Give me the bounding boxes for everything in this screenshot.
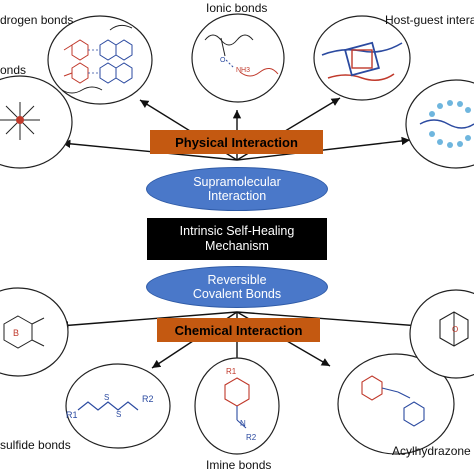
chemical-interaction-label: Chemical Interaction [174, 322, 303, 338]
diels-alder-bubble: O [409, 289, 474, 379]
label-host-guest: Host-guest interac [385, 13, 474, 27]
svg-text:O: O [452, 325, 458, 334]
hydrogen-bond-bubble [47, 15, 153, 105]
metal-ligand-bubble [0, 75, 73, 169]
reversible-line2: Covalent Bonds [192, 287, 282, 301]
supramolecular-line2: Interaction [207, 189, 267, 203]
label-hydrogen-bonds: drogen bonds [0, 13, 74, 27]
ionic-bond-bubble: O NH3 [191, 13, 285, 103]
arrow-to-right-top [236, 136, 411, 161]
boronic-ester-bubble: B [0, 287, 69, 377]
mechanism-line1: Intrinsic Self-Healing [179, 224, 295, 238]
reversible-line1: Reversible [207, 273, 267, 287]
imine-r2: R2 [246, 433, 257, 442]
disulfide-bubble: S S R1 R2 [65, 363, 171, 449]
nh3-label: NH3 [236, 67, 250, 74]
arrow-to-boronic [59, 311, 238, 330]
chemical-interaction-box: Chemical Interaction [157, 318, 320, 342]
arrow-to-diels-alder [236, 311, 421, 330]
label-disulfide-bonds: sulfide bonds [0, 438, 71, 452]
mechanism-line2: Mechanism [205, 239, 269, 253]
physical-interaction-label: Physical Interaction [175, 134, 298, 150]
svg-text:S: S [116, 410, 121, 419]
host-guest-bubble [313, 15, 411, 101]
physical-interaction-box: Physical Interaction [150, 130, 323, 154]
arrow-to-metal [61, 139, 238, 161]
imine-bubble: R1 N R2 [194, 357, 280, 455]
label-acylhydrazone-bonds: Acylhydrazone b [392, 444, 474, 458]
svg-text:N: N [240, 419, 246, 428]
self-healing-mechanism-box: Intrinsic Self-Healing Mechanism [147, 218, 327, 260]
label-ionic-bonds: Ionic bonds [206, 1, 268, 15]
disulfide-r2: R2 [142, 394, 154, 404]
svg-text:S: S [104, 393, 109, 402]
label-imine-bonds: Imine bonds [206, 458, 272, 472]
boron-label: B [13, 328, 19, 338]
acylhydrazone-bubble [337, 353, 455, 455]
supramolecular-line1: Supramolecular [193, 175, 281, 189]
label-metal-bonds: onds [0, 63, 27, 77]
micelle-bubble [405, 79, 474, 169]
imine-r1: R1 [226, 367, 237, 376]
disulfide-r1: R1 [66, 410, 78, 420]
supramolecular-ellipse: Supramolecular Interaction [146, 167, 328, 211]
svg-text:O: O [220, 57, 226, 64]
reversible-covalent-ellipse: Reversible Covalent Bonds [146, 266, 328, 308]
